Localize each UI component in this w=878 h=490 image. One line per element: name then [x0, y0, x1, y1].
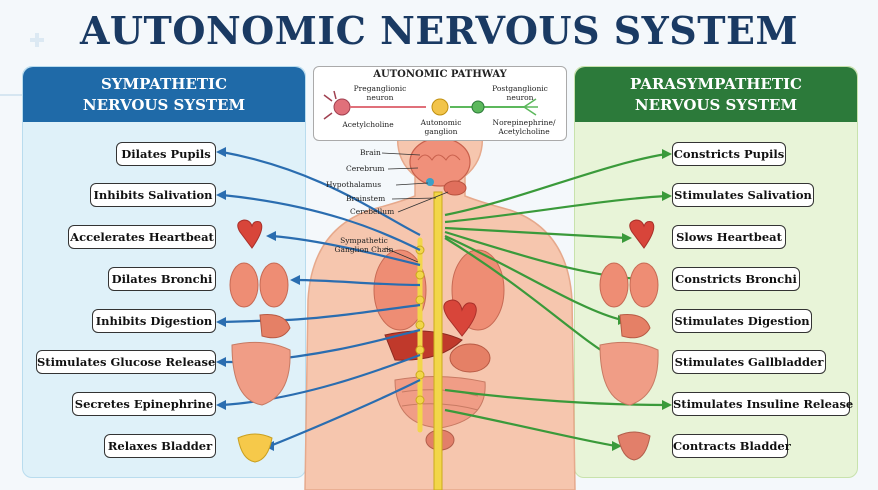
- parasympathetic-effect-constricts-pupils: Constricts Pupils: [672, 142, 786, 166]
- heart: [443, 299, 477, 337]
- pathway-postganglionic-label: Postganglionic neuron: [492, 84, 548, 102]
- label-brain: Brain: [360, 148, 381, 157]
- sympathetic-heading-line2: NERVOUS SYSTEM: [82, 96, 246, 114]
- pathway-norepinephrine-label: Norepinephrine/ Acetylcholine: [492, 118, 556, 136]
- pathway-ganglion-label: Autonomic ganglion: [420, 118, 462, 136]
- parasympathetic-heading-line2: NERVOUS SYSTEM: [634, 96, 798, 114]
- parasympathetic-effect-stimulates-insuline-release: Stimulates Insuline Release: [672, 392, 853, 416]
- sympathetic-effect-dilates-bronchi: Dilates Bronchi: [108, 267, 216, 291]
- sympathetic-effect-dilates-pupils: Dilates Pupils: [116, 142, 216, 166]
- pathway-acetylcholine-label: Acetylcholine: [342, 120, 394, 129]
- spinal-cord: [433, 191, 443, 490]
- sympathetic-effect-inhibits-salivation: Inhibits Salivation: [90, 183, 216, 207]
- parasympathetic-heading: PARASYMPATHETIC NERVOUS SYSTEM: [575, 67, 857, 122]
- parasympathetic-effect-constricts-bronchi: Constricts Bronchi: [672, 267, 800, 291]
- label-brainstem: Brainstem: [346, 194, 386, 203]
- sympathetic-effect-relaxes-bladder: Relaxes Bladder: [104, 434, 216, 458]
- parasympathetic-effect-contracts-bladder: Contracts Bladder: [672, 434, 791, 458]
- label-sympathetic-chain: Sympathetic Ganglion Chain: [334, 236, 394, 254]
- label-hypothalamus: Hypothalamus: [326, 180, 382, 189]
- page-title: AUTONOMIC NERVOUS SYSTEM: [79, 8, 799, 53]
- sympathetic-effect-inhibits-digestion: Inhibits Digestion: [92, 309, 216, 333]
- right-organ-icons: [599, 219, 659, 461]
- pathway-title: AUTONOMIC PATHWAY: [373, 69, 507, 80]
- sympathetic-effect-secretes-epinephrine: Secretes Epinephrine: [72, 392, 216, 416]
- label-cerebellum: Cerebellum: [350, 207, 395, 216]
- hypothalamus: [426, 178, 434, 186]
- autonomic-pathway-inset: AUTONOMIC PATHWAY Preganglionic neuron A…: [313, 66, 567, 141]
- sympathetic-heading: SYMPATHETIC NERVOUS SYSTEM: [23, 67, 305, 122]
- brain: [409, 137, 471, 187]
- sympathetic-arrowheads: [216, 147, 300, 451]
- left-organ-icons: [229, 219, 291, 463]
- sympathetic-heading-line1: SYMPATHETIC: [100, 75, 228, 93]
- pathway-neurons: [323, 90, 538, 120]
- cerebellum: [443, 180, 467, 196]
- parasympathetic-effect-stimulates-gallbladder: Stimulates Gallbladder: [672, 350, 826, 374]
- stomach: [449, 343, 491, 373]
- parasympathetic-heading-line1: PARASYMPATHETIC: [630, 75, 802, 93]
- sympathetic-effect-accelerates-heartbeat: Accelerates Heartbeat: [68, 225, 216, 249]
- label-cerebrum: Cerebrum: [346, 164, 385, 173]
- pathway-preganglionic-label: Preganglionic neuron: [353, 84, 407, 102]
- sympathetic-effect-stimulates-glucose-release: Stimulates Glucose Release: [36, 350, 216, 374]
- parasympathetic-effect-stimulates-salivation: Stimulates Salivation: [672, 183, 814, 207]
- parasympathetic-effect-stimulates-digestion: Stimulates Digestion: [672, 309, 812, 333]
- parasympathetic-effect-slows-heartbeat: Slows Heartbeat: [672, 225, 786, 249]
- parasympathetic-nerves: [444, 152, 667, 448]
